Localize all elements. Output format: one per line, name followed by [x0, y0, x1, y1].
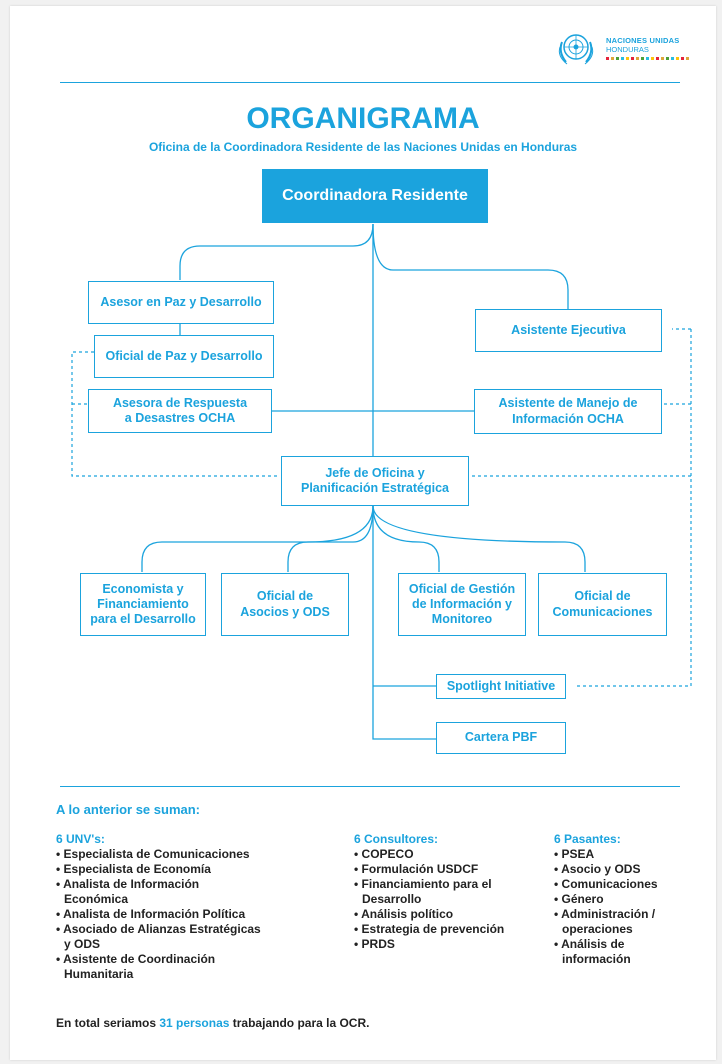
list-item: • Asociado de Alianzas Estratégicas y OD… — [56, 922, 261, 951]
cartera-pbf-box: Cartera PBF — [436, 722, 566, 754]
list-item: • Analista de Información Económica — [56, 877, 200, 906]
column-title: 6 Pasantes: — [554, 832, 621, 846]
asistente-ejecutiva-box: Asistente Ejecutiva — [475, 309, 662, 352]
list-item: • Análisis de información — [554, 937, 631, 966]
org-connectors — [71, 223, 692, 740]
document-page: NACIONES UNIDAS HONDURAS ORGANIGRAMA Ofi… — [10, 6, 716, 1060]
list-item: • Formulación USDCF — [354, 862, 479, 876]
list-item: • Asistente de Coordinación Humanitaria — [56, 952, 216, 981]
list-item: • Análisis político — [354, 907, 454, 921]
pasantes-column: 6 Pasantes: • PSEA • Asocio y ODS • Comu… — [554, 832, 704, 967]
logo-subtitle: HONDURAS — [606, 45, 649, 54]
coordinadora-residente-box: Coordinadora Residente — [262, 169, 488, 223]
total-count: 31 personas — [159, 1016, 230, 1030]
page-title: ORGANIGRAMA — [246, 102, 480, 135]
section-divider — [60, 786, 680, 787]
list-item: • COPECO — [354, 847, 414, 861]
oficial-asocios-box: Oficial de Asocios y ODS — [221, 573, 349, 636]
oficial-gestion-box: Oficial de Gestión de Información y Moni… — [398, 573, 526, 636]
consultores-column: 6 Consultores: • COPECO • Formulación US… — [354, 832, 524, 952]
list-item: • Administración / operaciones — [554, 907, 656, 936]
list-item: • Financiamiento para el Desarrollo — [354, 877, 492, 906]
oficial-comunicaciones-box: Oficial de Comunicaciones — [538, 573, 667, 636]
un-emblem-icon — [558, 34, 594, 65]
list-item: • Especialista de Economía — [56, 862, 211, 876]
column-title: 6 UNV's: — [56, 832, 105, 846]
total-post: trabajando para la OCR. — [232, 1016, 370, 1030]
list-item: • Comunicaciones — [554, 877, 658, 891]
total-pre: En total seriamos — [56, 1016, 157, 1030]
total-summary: En total seriamos 31 personas trabajando… — [56, 1016, 369, 1030]
list-item: • Asocio y ODS — [554, 862, 641, 876]
jefe-oficina-box: Jefe de Oficina y Planificación Estratég… — [281, 456, 469, 506]
additional-heading: A lo anterior se suman: — [56, 802, 200, 817]
asesor-paz-box: Asesor en Paz y Desarrollo — [88, 281, 274, 324]
list-item: • PRDS — [354, 937, 395, 951]
unv-column: 6 UNV's: • Especialista de Comunicacione… — [56, 832, 296, 982]
column-title: 6 Consultores: — [354, 832, 439, 846]
list-item: • Analista de Información Política — [56, 907, 246, 921]
economista-box: Economista y Financiamiento para el Desa… — [80, 573, 206, 636]
asesora-desastres-box: Asesora de Respuesta a Desastres OCHA — [88, 389, 272, 433]
spotlight-box: Spotlight Initiative — [436, 674, 566, 699]
list-item: • Especialista de Comunicaciones — [56, 847, 250, 861]
header-divider — [60, 82, 680, 83]
list-item: • Estrategia de prevención — [354, 922, 505, 936]
list-item: • Género — [554, 892, 604, 906]
un-logo: NACIONES UNIDAS HONDURAS — [550, 30, 700, 68]
asistente-manejo-box: Asistente de Manejo de Información OCHA — [474, 389, 662, 434]
oficial-paz-box: Oficial de Paz y Desarrollo — [94, 335, 274, 378]
sdg-color-strip — [606, 57, 690, 60]
list-item: • PSEA — [554, 847, 595, 861]
page-subtitle: Oficina de la Coordinadora Residente de … — [148, 140, 578, 154]
logo-title: NACIONES UNIDAS — [606, 36, 680, 45]
